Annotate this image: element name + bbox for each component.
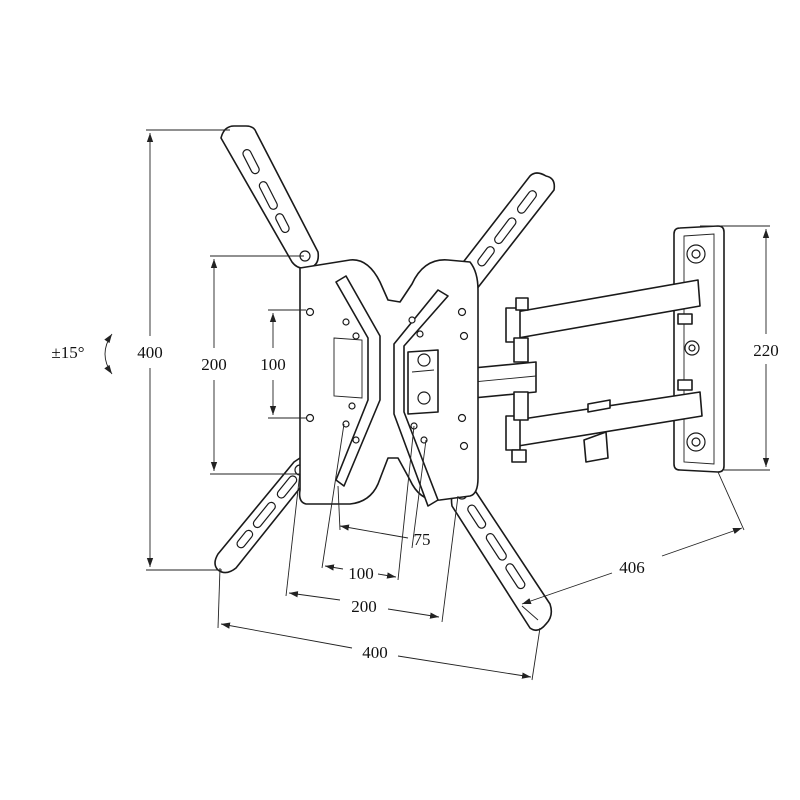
bracket-arm-bottom-left: [214, 456, 317, 574]
tilt-label: ±15°: [51, 343, 84, 362]
wall-plate-bottom-screw-icon: [686, 432, 706, 452]
dimension-label-wall-plate-height: 220: [753, 341, 779, 360]
bracket-arm-bottom-right: [450, 483, 553, 632]
dimension-vesa-horizontal-large: 200: [285, 471, 459, 623]
wall-plate: [673, 225, 725, 473]
dimension-label-vesa-vertical-small: 100: [260, 355, 286, 374]
dimension-label-vesa-vertical-large: 200: [201, 355, 227, 374]
dimension-wall-plate-height: 220: [700, 225, 779, 471]
dimension-vesa-vertical-large: 200: [201, 255, 304, 475]
tilt-arc-icon: [104, 333, 113, 375]
lower-arm: [505, 379, 703, 463]
dimension-label-vesa-horizontal-small: 75: [414, 530, 431, 549]
dimension-label-extension: 406: [619, 558, 645, 577]
wall-plate-pivot-icon: [684, 340, 700, 356]
dimension-vesa-horizontal-mid: 100: [321, 423, 415, 583]
dimension-label-total-height: 400: [137, 343, 163, 362]
center-lock-box: [407, 349, 439, 415]
dimension-label-vesa-horizontal-mid: 100: [348, 564, 374, 583]
wall-plate-top-screw-icon: [686, 244, 706, 264]
dimension-label-vesa-horizontal-large: 200: [351, 597, 377, 616]
tv-mounting-plate: [298, 259, 479, 507]
tilt-indicator: ±15°: [51, 333, 113, 375]
bracket-arm-top-left: [220, 125, 320, 270]
dimension-total-width: 400: [217, 567, 541, 681]
dimension-label-total-width: 400: [362, 643, 388, 662]
dimension-total-height: 400: [137, 129, 230, 571]
dimension-extension: 406: [521, 471, 745, 621]
dimension-vesa-vertical-small: 100: [260, 309, 306, 419]
dimension-vesa-horizontal-small: 75: [337, 439, 431, 549]
bracket-arm-top-right: [450, 172, 556, 296]
upper-arm: [505, 279, 701, 343]
